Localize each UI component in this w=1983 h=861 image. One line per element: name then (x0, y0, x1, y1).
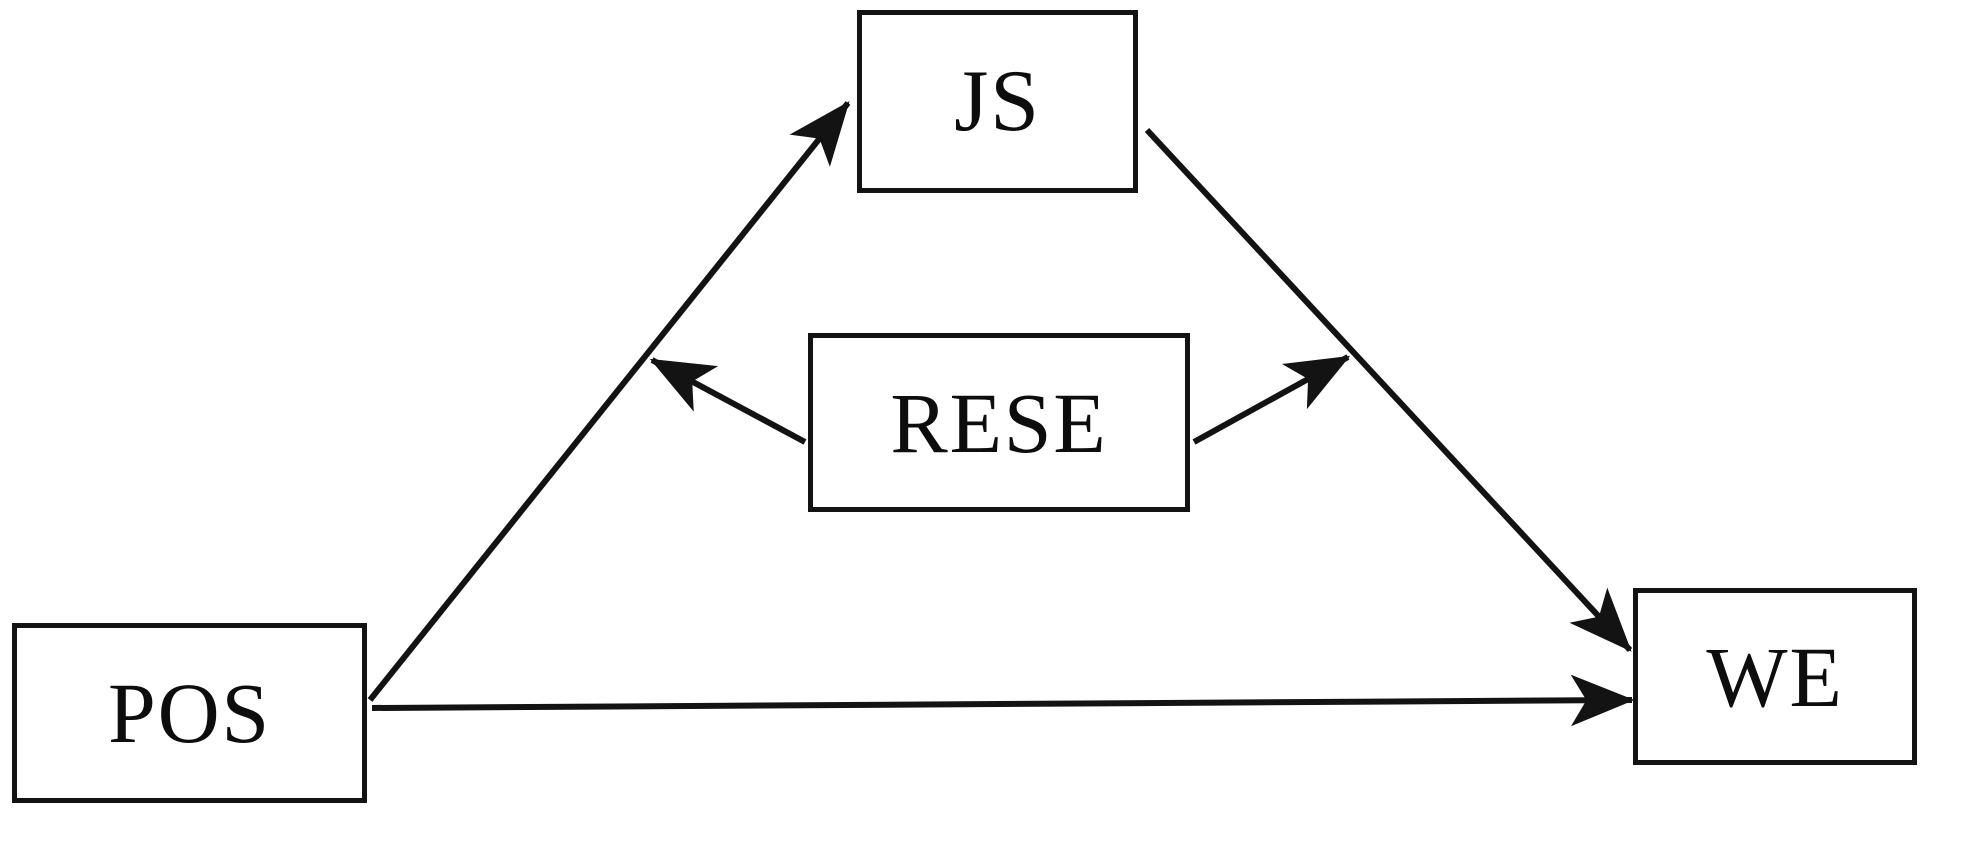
node-pos[interactable]: POS (12, 623, 367, 803)
edge-pos-to-js (367, 101, 851, 702)
edge-rese-to-js-we (1192, 354, 1351, 445)
node-rese[interactable]: RESE (808, 333, 1190, 512)
node-js-label: JS (954, 52, 1041, 150)
node-rese-label: RESE (890, 374, 1108, 471)
edge-pos-to-we (371, 674, 1635, 727)
node-js[interactable]: JS (857, 10, 1138, 193)
node-pos-label: POS (108, 665, 271, 761)
node-we-label: WE (1706, 628, 1844, 725)
node-we[interactable]: WE (1633, 588, 1917, 765)
edge-rese-to-pos-js (649, 357, 807, 445)
edge-js-to-we (1144, 127, 1633, 653)
